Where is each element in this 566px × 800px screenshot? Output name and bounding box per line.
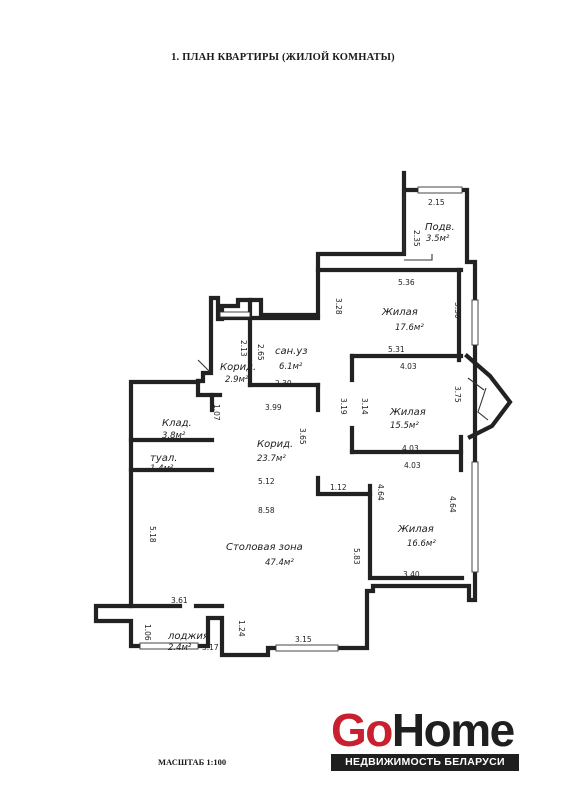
dim-label: 4.03	[404, 461, 421, 470]
scale-label: МАСШТАБ 1:100	[158, 757, 227, 767]
dim-label: 3.19	[339, 398, 348, 415]
room-sanuz-area: 6.1м²	[279, 362, 303, 372]
dim-label: 4.03	[400, 362, 417, 371]
dim-label: 2.65	[256, 344, 265, 361]
room-sanuz-name: сан.уз	[275, 346, 308, 357]
dim-label: 2.30	[275, 379, 292, 388]
dim-label: 3.30	[453, 302, 462, 319]
dim-label: 5.36	[398, 278, 415, 287]
dim-label: 4.64	[448, 496, 457, 513]
dim-label: 5.83	[352, 548, 361, 565]
room-stol-name: Столовая зона	[226, 542, 303, 553]
dim-label: 8.58	[258, 506, 275, 515]
room-zhil2-area: 15.5м²	[390, 421, 419, 431]
dim-label: 3.99	[265, 403, 282, 412]
dim-label: 3.65	[298, 428, 307, 445]
dim-label: 2.15	[428, 198, 445, 207]
dim-label: 5.12	[258, 477, 275, 486]
dim-label: 2.13	[239, 340, 248, 357]
dimension-labels: 2.15 2.35 5.36 3.28 3.30 2.13 2.65 5.31 …	[143, 198, 462, 652]
room-klad-name: Клад.	[162, 418, 192, 429]
dim-label: 1.07	[212, 404, 221, 421]
dim-label: 3.75	[453, 386, 462, 403]
logo-wordmark: GoHome	[331, 704, 515, 756]
room-zhil3-name: Жилая	[397, 524, 434, 535]
dim-label: 3.17	[202, 643, 219, 652]
outer-walls	[93, 170, 513, 658]
room-korid-area: 23.7м²	[257, 454, 286, 464]
room-zhil1-area: 17.6м²	[395, 323, 424, 333]
room-korid-name: Корид.	[257, 439, 293, 450]
room-lodzh-name: лоджия	[167, 631, 209, 642]
room-lodzh-area: 2.4м²	[168, 643, 192, 653]
dim-label: 3.14	[360, 398, 369, 415]
room-stol-area: 47.4м²	[265, 558, 294, 568]
dim-label: 3.15	[295, 635, 312, 644]
room-podv-name: Подв.	[425, 222, 455, 233]
room-labels: Подв. 3.5м² Жилая 17.6м² сан.уз 6.1м² Ко…	[150, 222, 455, 653]
room-zhil2-name: Жилая	[389, 407, 426, 418]
room-tual-area: 1.4м²	[150, 464, 174, 474]
dim-label: 5.18	[148, 526, 157, 543]
room-korid-s-name: Корид.	[220, 362, 256, 373]
dim-label: 1.06	[143, 624, 152, 641]
dim-label: 5.31	[388, 345, 405, 354]
room-zhil1-name: Жилая	[381, 307, 418, 318]
plan-title: 1. ПЛАН КВАРТИРЫ (ЖИЛОЙ КОМНАТЫ)	[171, 52, 395, 63]
logo-subtitle: НЕДВИЖИМОСТЬ БЕЛАРУСИ	[331, 754, 519, 771]
dim-label: 1.24	[237, 620, 246, 637]
logo-home: Home	[391, 704, 515, 756]
dim-label: 3.61	[171, 596, 188, 605]
room-klad-area: 3.8м²	[162, 431, 186, 441]
dim-label: 4.64	[376, 484, 385, 501]
door-swings	[197, 359, 489, 421]
logo-go: Go	[331, 704, 393, 756]
dim-label: 1.12	[330, 483, 347, 492]
room-zhil3-area: 16.6м²	[407, 539, 436, 549]
room-korid-s-area: 2.9м²	[225, 375, 249, 385]
room-podv-area: 3.5м²	[426, 234, 450, 244]
windows	[139, 186, 479, 652]
room-tual-name: туал.	[150, 453, 177, 464]
gohome-logo: GoHome НЕДВИЖИМОСТЬ БЕЛАРУСИ	[331, 706, 523, 774]
dim-label: 3.28	[334, 298, 343, 315]
dim-label: 3.40	[403, 570, 420, 579]
dim-label: 4.03	[402, 444, 419, 453]
dim-label: 2.35	[412, 230, 421, 247]
